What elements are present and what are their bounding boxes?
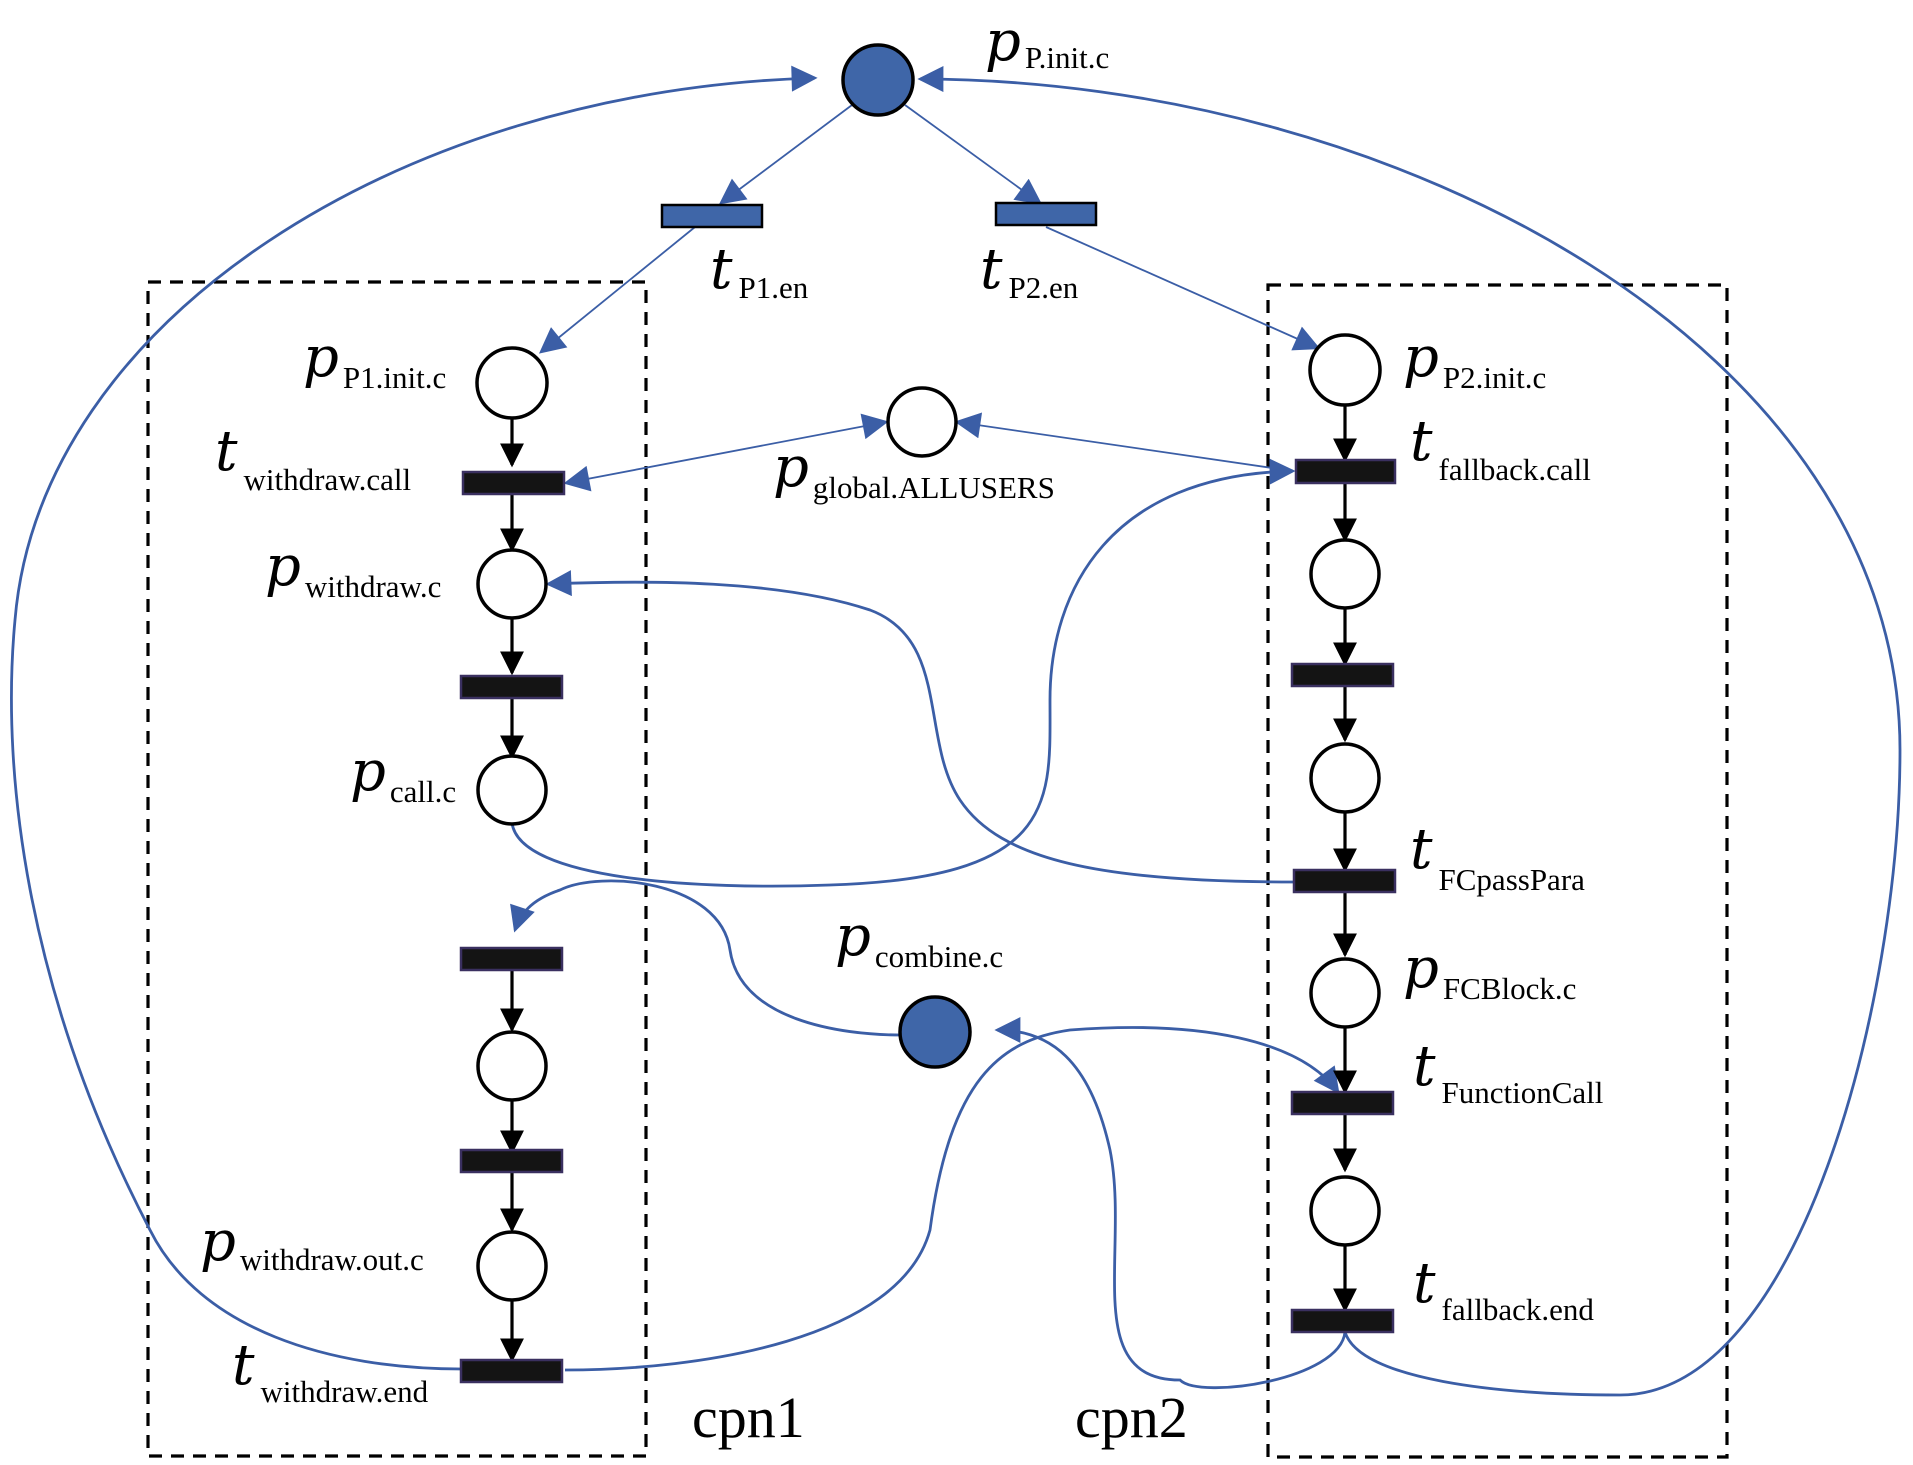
place-p-fcblock <box>1309 957 1381 1029</box>
place-p-withdrawc <box>476 548 548 620</box>
transition-fb-2 <box>1290 662 1395 688</box>
place-p-p2init <box>1308 333 1382 407</box>
place-p-withdrawout <box>476 1230 548 1302</box>
arc-fallbackend-to-init <box>917 66 1902 1397</box>
cpn1-box <box>146 280 648 1458</box>
transition-wd-4 <box>459 1148 564 1174</box>
transition-t-withdrawend <box>459 1358 564 1384</box>
transition-wd-3 <box>459 946 564 972</box>
place-fb-2 <box>1309 742 1381 814</box>
transition-t-fallbackend <box>1290 1308 1395 1334</box>
arc-fallbackcall-to-global <box>954 412 1294 472</box>
place-p-init <box>841 43 915 117</box>
arc-withdrawend-to-init <box>10 65 818 1371</box>
transition-t-fcpasspara <box>1292 868 1397 894</box>
place-p-global <box>886 386 958 458</box>
transition-t-functioncall <box>1290 1090 1395 1116</box>
transition-wd-2 <box>459 674 564 700</box>
transition-t-p2en <box>994 201 1098 227</box>
transition-t-p1en <box>660 203 764 229</box>
place-p-callc <box>476 754 548 826</box>
label-cpn2: cpn2 <box>1075 1385 1188 1450</box>
arc-fcpasspara-to-withdrawc <box>545 570 1294 884</box>
place-p-p1init <box>475 346 549 420</box>
arc-withdrawend-to-functioncall <box>564 1026 1340 1372</box>
transition-t-fallbackcall <box>1294 458 1397 485</box>
arc-callc-to-fallbackcall <box>510 458 1296 888</box>
place-wd-mid <box>476 1030 548 1102</box>
cpn2-box <box>1266 283 1729 1459</box>
arc-tp2en-to-p2init <box>1045 226 1321 351</box>
black-arcs <box>500 405 1357 1363</box>
transition-t-withdrawcall <box>461 470 566 496</box>
place-fb-3 <box>1309 1175 1381 1247</box>
arc-init-to-tp1en <box>718 104 853 205</box>
arc-combine-to-wd3 <box>510 879 902 1037</box>
arc-init-to-tp2en <box>904 104 1043 205</box>
arc-fallbackend-to-combine <box>994 1017 1347 1390</box>
place-fb-1 <box>1309 538 1381 610</box>
arc-tp1en-to-p1init <box>538 226 696 354</box>
blue-arcs <box>10 65 1902 1397</box>
place-p-combine <box>898 995 972 1069</box>
arc-global-to-withdrawcall <box>563 413 889 492</box>
label-cpn1: cpn1 <box>692 1385 805 1450</box>
